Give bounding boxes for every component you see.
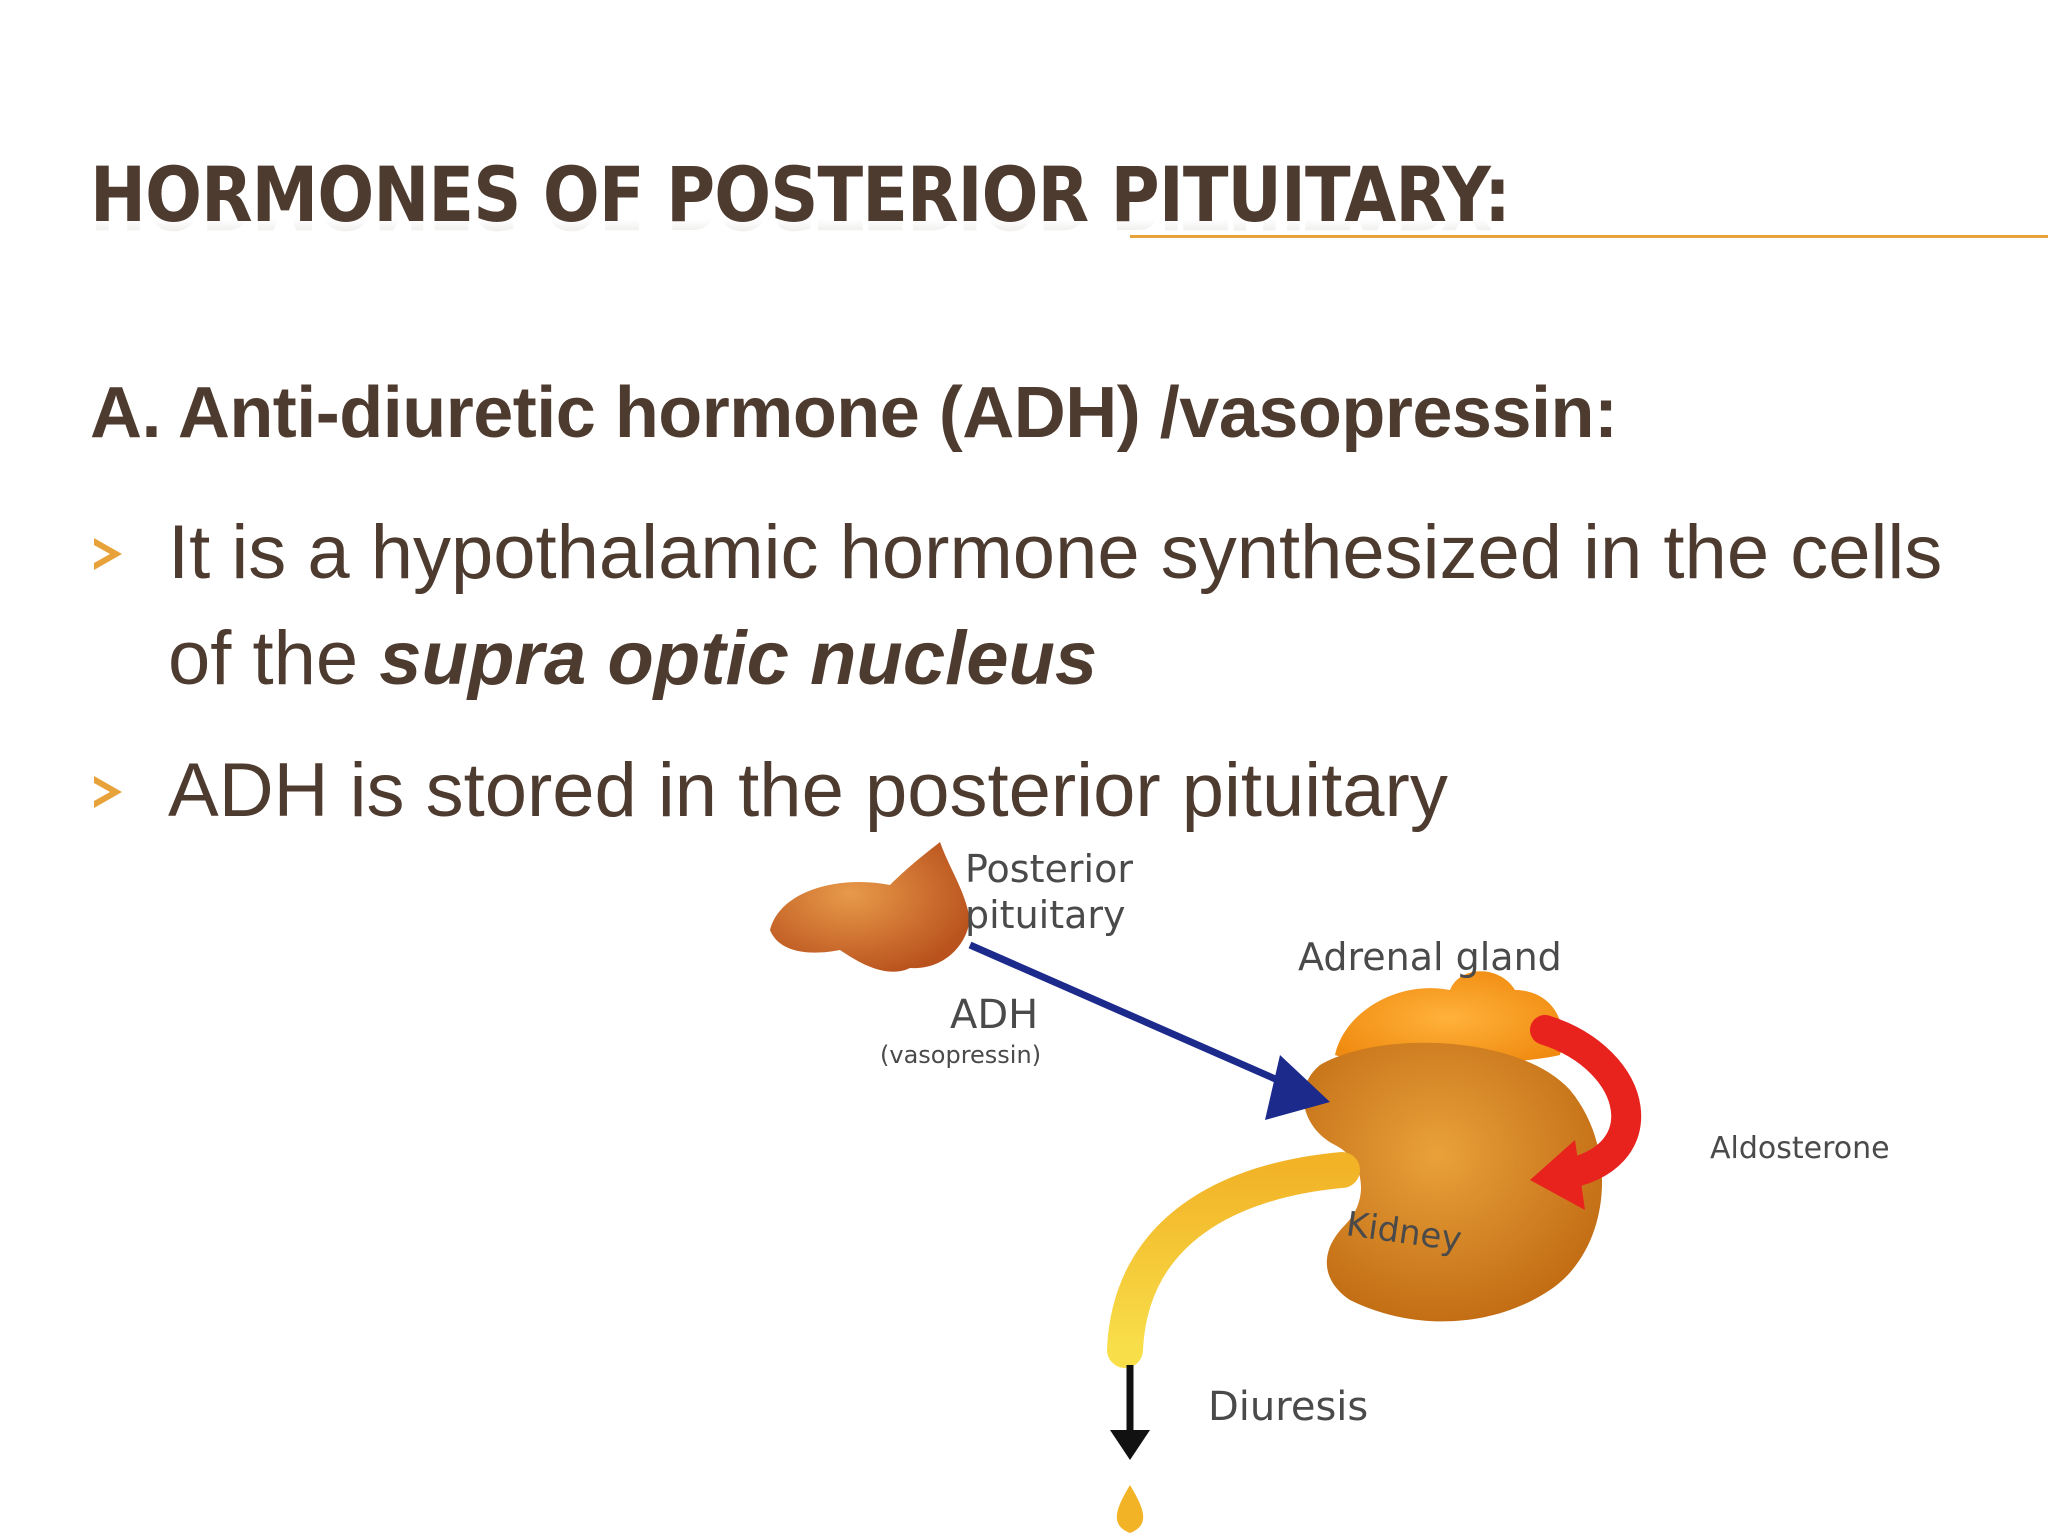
adh-arrow-head (1265, 1055, 1330, 1120)
aldosterone-arrow (1530, 1015, 1642, 1190)
adh-arrow-shaft (968, 941, 1307, 1096)
kidney-shape (1303, 1042, 1603, 1322)
bullet-text: ADH is stored in the posterior pituitary (168, 748, 1448, 833)
bullet-arrow-icon (94, 776, 122, 808)
bullet-text: It is a hypothalamic hormone synthesized… (168, 510, 1943, 701)
label-adh: ADH (950, 992, 1038, 1038)
label-pituitary: pituitary (965, 893, 1126, 937)
pituitary-shape (770, 842, 970, 972)
label-aldosterone: Aldosterone (1710, 1131, 1890, 1166)
title-block: HORMONES OF POSTERIOR PITUITARY: HORMONE… (90, 150, 1704, 246)
adh-diagram: Posterior pituitary Adrenal gland Kidney… (770, 842, 1890, 1533)
diuresis-arrow-head (1110, 1430, 1150, 1460)
subheading: A. Anti-diuretic hormone (ADH) /vasopres… (90, 373, 1618, 453)
bullet-arrow-icon (94, 538, 122, 570)
bullet-item: ADH is stored in the posterior pituitary (90, 738, 2020, 844)
label-diuresis: Diuresis (1208, 1384, 1368, 1430)
urine-flow (1107, 1152, 1360, 1368)
bullet-list: It is a hypothalamic hormone synthesized… (90, 500, 2020, 870)
droplet-icon (1116, 1485, 1144, 1533)
label-adrenal: Adrenal gland (1298, 935, 1562, 979)
aldosterone-arrow-head (1530, 1140, 1585, 1210)
label-posterior: Posterior (965, 847, 1133, 891)
title-underline (1130, 235, 2048, 238)
adrenal-shape (1335, 971, 1563, 1065)
bullet-item: It is a hypothalamic hormone synthesized… (90, 500, 2020, 712)
bullet-emphasis: supra optic nucleus (379, 616, 1098, 701)
label-vasopressin: (vasopressin) (880, 1041, 1041, 1069)
slide-title: HORMONES OF POSTERIOR PITUITARY: (90, 150, 1511, 239)
